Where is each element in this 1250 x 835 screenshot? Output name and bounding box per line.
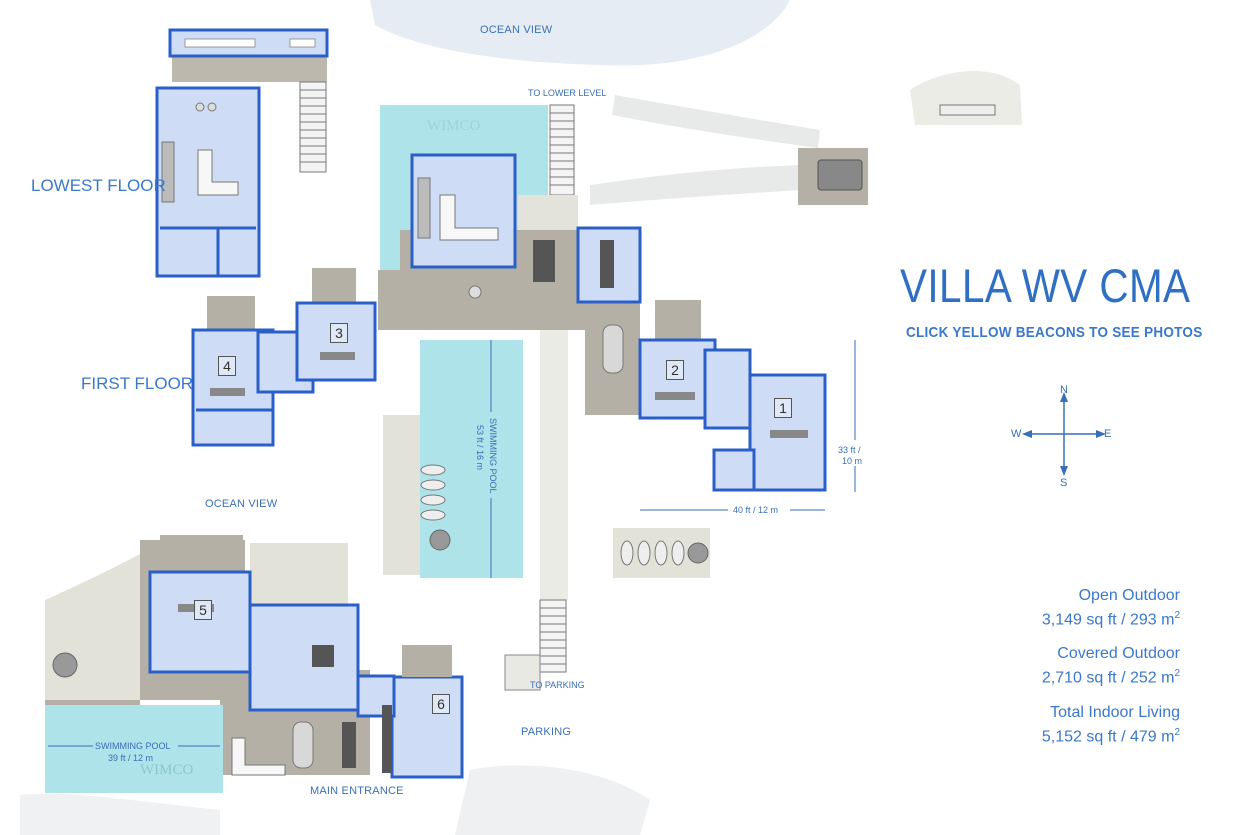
ocean-view-left-label: OCEAN VIEW — [205, 498, 278, 510]
main-pool-edge — [455, 520, 523, 578]
villa-subtitle: CLICK YELLOW BEACONS TO SEE PHOTOS — [906, 324, 1203, 341]
bedroom-6 — [390, 675, 464, 779]
room-number-3: 3 — [330, 323, 348, 343]
bedroom-5 — [148, 570, 252, 674]
main-terrace — [378, 230, 640, 415]
room-number-4: 4 — [218, 356, 236, 376]
main-entrance-label: MAIN ENTRANCE — [310, 785, 404, 797]
villa-title: VILLA WV CMA — [900, 259, 1191, 312]
width-dimension: 40 ft / 12 m — [733, 505, 779, 515]
to-parking-label: TO PARKING — [530, 680, 585, 690]
compass-south: S — [1060, 477, 1068, 489]
pool-lower-label: SWIMMING POOL — [95, 741, 171, 751]
path-wash-bottom — [455, 765, 650, 835]
watermark-bottom: WIMCO — [140, 762, 194, 778]
stat-indoor-living-label: Total Indoor Living — [1050, 704, 1180, 721]
parking-label: PARKING — [521, 726, 572, 738]
height-dimension-m: 10 m — [842, 456, 863, 466]
ocean-wash-top — [370, 0, 790, 66]
outcrop-right — [910, 71, 1022, 125]
room-number-2: 2 — [666, 360, 684, 380]
bath-12 — [703, 348, 752, 430]
first-floor-label: FIRST FLOOR — [81, 374, 194, 393]
room-number-1: 1 — [774, 398, 792, 418]
path-wash-left — [20, 793, 220, 835]
height-dimension-ft: 33 ft / — [838, 445, 861, 455]
bedroom-3 — [295, 301, 377, 382]
stat-open-outdoor-value: 3,149 sq ft / 293 m2 — [1041, 610, 1180, 629]
compass-north: N — [1060, 384, 1068, 396]
compass-east: E — [1104, 428, 1112, 440]
stairs-top — [299, 81, 327, 173]
room-number-6: 6 — [432, 694, 450, 714]
stat-covered-outdoor-label: Covered Outdoor — [1057, 645, 1180, 662]
walkway — [540, 330, 568, 600]
room-number-5: 5 — [194, 600, 212, 620]
compass-icon — [1022, 392, 1106, 476]
stairs-parking — [539, 599, 567, 673]
ocean-view-top-label: OCEAN VIEW — [480, 24, 553, 36]
pool-main-size-label: 53 ft / 16 m — [475, 425, 485, 471]
lowest-floor-label: LOWEST FLOOR — [31, 176, 166, 195]
compass-west: W — [1011, 428, 1022, 440]
pool-lower-size-label: 39 ft / 12 m — [108, 753, 154, 763]
to-lower-level-label: TO LOWER LEVEL — [528, 88, 607, 98]
stat-open-outdoor-label: Open Outdoor — [1078, 587, 1180, 604]
stairs-upper — [549, 104, 575, 196]
stat-indoor-living-value: 5,152 sq ft / 479 m2 — [1041, 727, 1180, 746]
path-wash-right-2 — [590, 165, 802, 205]
path-wash-right — [612, 95, 820, 148]
living-lower — [248, 603, 360, 712]
lower-pool — [45, 705, 223, 793]
watermark-top: WIMCO — [427, 118, 481, 134]
stat-covered-outdoor-value: 2,710 sq ft / 252 m2 — [1041, 668, 1180, 687]
pool-main-label: SWIMMING POOL — [488, 418, 498, 494]
